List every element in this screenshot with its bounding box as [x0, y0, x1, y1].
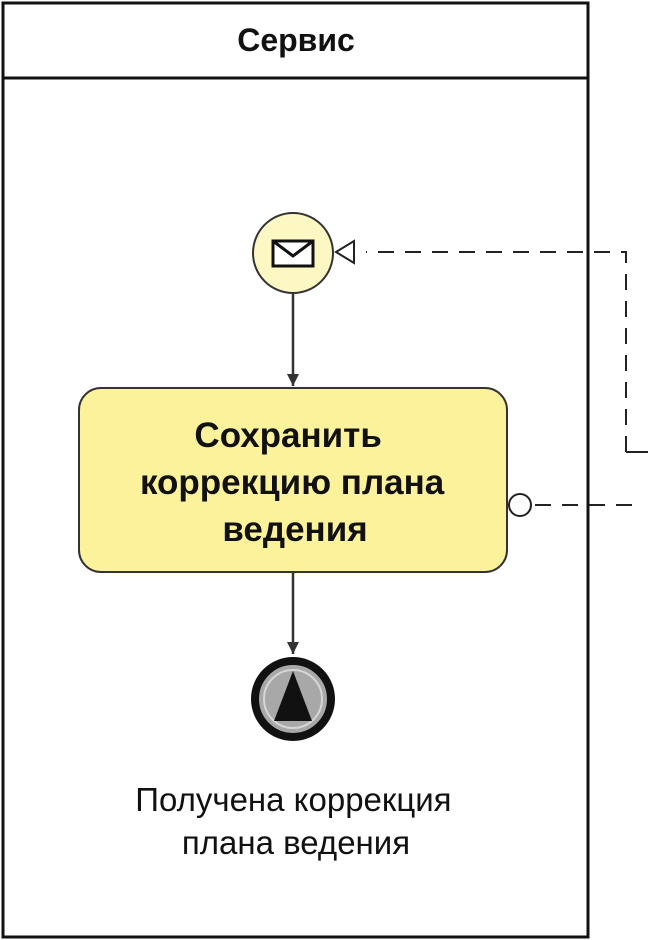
message-flow-line [366, 251, 640, 506]
start-message-event[interactable] [252, 212, 334, 294]
task-label-line-3: ведения [222, 510, 367, 549]
task-save-correction[interactable]: Сохранить коррекцию плана ведения [78, 387, 508, 573]
triangle-icon [274, 671, 312, 721]
task-label-line-2: коррекцию плана [140, 463, 445, 502]
message-flow-arrowhead [334, 239, 355, 265]
lane-title: Сервис [237, 22, 355, 58]
message-flow [334, 239, 648, 517]
end-event-label-line-2: плана ведения [182, 824, 410, 861]
envelope-icon [271, 239, 315, 268]
end-signal-event[interactable] [251, 657, 335, 741]
end-event-label-line-1: Получена коррекция [135, 781, 451, 818]
end-event-label: Получена коррекция плана ведения [135, 781, 460, 861]
task-label-line-1: Сохранить [194, 416, 381, 455]
end-event-inner-ring [263, 669, 323, 729]
message-flow-source-circle [508, 493, 532, 517]
task-box [78, 387, 508, 573]
task-label: Сохранить коррекцию плана ведения [140, 416, 454, 549]
